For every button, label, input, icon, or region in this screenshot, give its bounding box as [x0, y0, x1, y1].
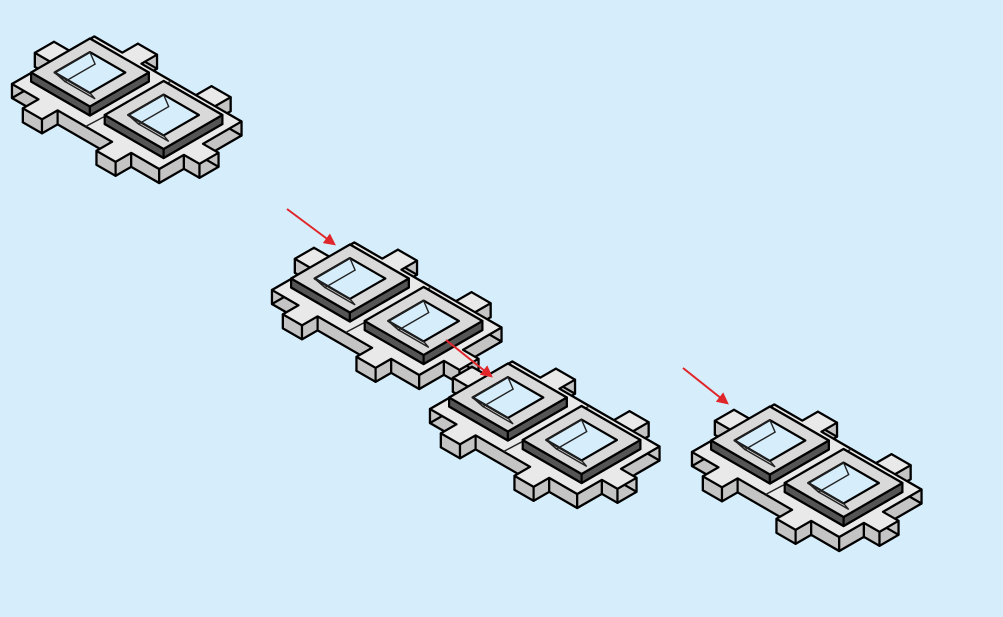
assembly-arrow	[445, 339, 493, 378]
assembly-arrow	[286, 208, 336, 246]
connector-piece	[690, 403, 923, 553]
connector-piece	[10, 35, 243, 185]
assembly-arrow	[682, 367, 729, 405]
connector-piece	[428, 360, 661, 510]
